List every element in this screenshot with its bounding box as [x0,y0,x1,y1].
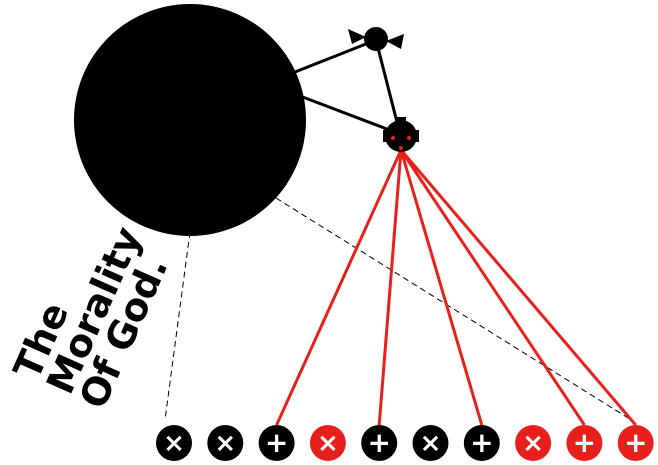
symbol-token: × [207,425,244,461]
plus-icon: + [367,426,390,459]
symbol-circle [156,425,192,461]
symbol-circle [463,425,500,461]
red-connector-line [399,149,484,426]
red-connector-group [275,149,637,426]
symbol-token: × [412,425,449,461]
cross-icon: × [420,429,442,459]
symbol-token: + [258,425,295,461]
symbol-token: × [156,425,192,461]
plus-icon: + [265,426,288,459]
dashed-guide-left [164,231,191,421]
red-connector-line [399,149,586,426]
hub-top-tab [396,117,406,123]
hub-red-dot [391,136,395,140]
symbol-token: + [463,425,500,461]
connector-circle-to-hub [299,94,401,136]
hub-red-dot [407,136,411,140]
plus-icon: + [470,426,493,459]
symbol-row: × × + × + × + × + + [156,425,654,461]
large-black-circle [74,4,306,236]
symbol-circle [566,425,603,461]
symbol-token: × [309,425,346,461]
cross-icon: × [317,429,339,459]
cross-icon: × [214,429,236,459]
red-connector-line [377,149,403,426]
small-node-with-triangles [348,27,404,51]
symbol-circle [412,425,449,461]
symbol-circle [207,425,244,461]
hub-red-dot [399,146,403,150]
hub-node-with-red-dots [383,117,419,152]
symbol-token: × [515,425,552,461]
symbol-circle [617,425,654,461]
top-node-circle [364,27,388,51]
symbol-circle [258,425,295,461]
plus-icon: + [624,426,647,459]
hub-left-tab [383,130,389,142]
plus-icon: + [573,426,596,459]
right-triangle-icon [386,34,404,49]
symbol-token: + [566,425,603,461]
symbol-token: + [617,425,654,461]
cross-icon: × [522,429,544,459]
red-connector-line [275,149,403,426]
cross-icon: × [163,429,185,459]
hub-node-circle [385,120,417,152]
symbol-circle [361,425,398,461]
hub-right-tab [413,130,419,142]
red-connector-line [399,149,637,426]
symbol-circle [515,425,552,461]
left-triangle-icon [348,29,366,44]
symbol-token: + [361,425,398,461]
dashed-guide-diagonal [275,197,634,422]
title-block: The Morality Of God. [5,220,176,415]
connector-circle-to-top [294,38,377,74]
symbol-circle [309,425,346,461]
